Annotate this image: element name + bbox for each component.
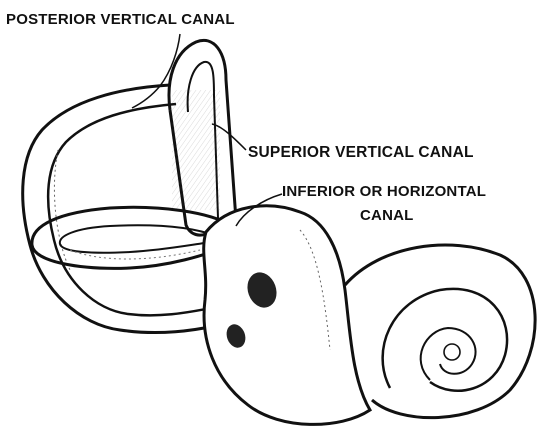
label-superior-vertical-canal: SUPERIOR VERTICAL CANAL xyxy=(248,145,474,161)
vestibule-shape xyxy=(204,206,370,425)
label-inferior-canal-line2: CANAL xyxy=(360,208,414,223)
cochlea-shape xyxy=(345,245,535,418)
horizontal-canal-shape xyxy=(32,207,232,268)
label-inferior-canal-line1: INFERIOR OR HORIZONTAL xyxy=(282,184,486,199)
superior-canal-shape xyxy=(169,40,236,235)
label-posterior-vertical-canal: POSTERIOR VERTICAL CANAL xyxy=(6,12,235,27)
